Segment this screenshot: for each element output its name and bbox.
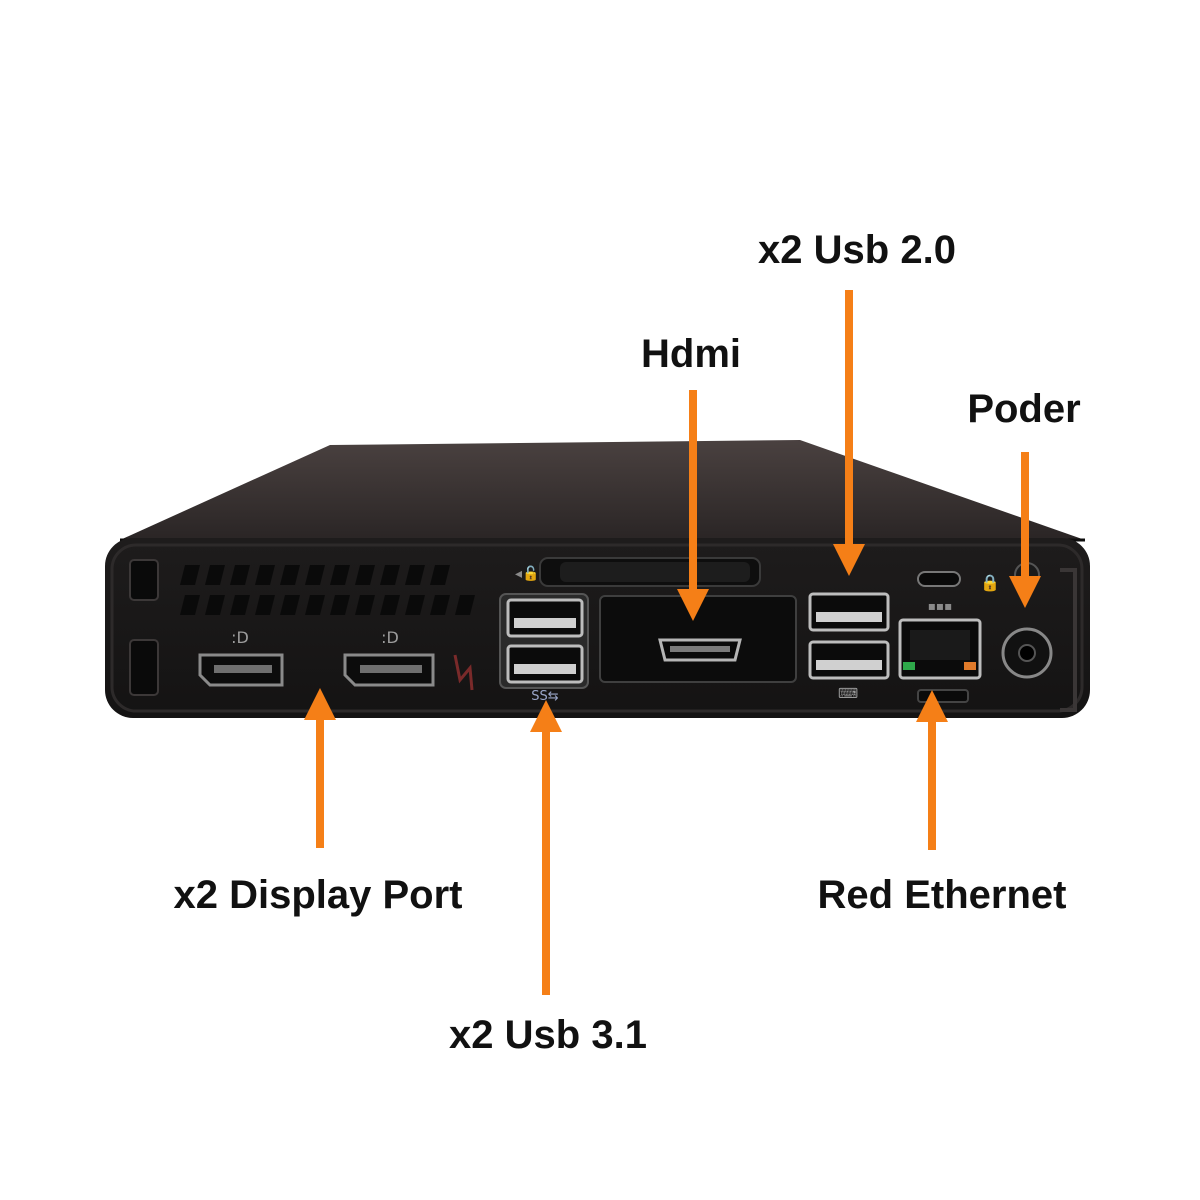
left-slot-bottom bbox=[129, 639, 159, 696]
callout-arrows bbox=[304, 290, 1041, 995]
label-usb31: x2 Usb 3.1 bbox=[449, 1013, 647, 1057]
vent-grille bbox=[180, 565, 475, 615]
displayport-1: :D bbox=[198, 628, 284, 687]
chassis-right-handle bbox=[1060, 568, 1077, 712]
label-displayport: x2 Display Port bbox=[173, 873, 462, 917]
displayport-logo-icon: :D bbox=[381, 628, 399, 647]
network-icon: ▪▪▪ bbox=[928, 599, 952, 613]
chassis-rim bbox=[110, 543, 1084, 713]
displayport-2: :D bbox=[343, 628, 435, 687]
mini-pc: :D :D SS⇆ ◂🔓 bbox=[105, 440, 1090, 718]
padlock-icon: 🔒 bbox=[980, 573, 1000, 592]
hdmi-port bbox=[599, 595, 797, 683]
padlock-icon: ◂🔓 bbox=[515, 565, 539, 582]
marker-scribble bbox=[453, 654, 474, 691]
keyboard-icon: ⌨ bbox=[838, 686, 858, 702]
label-ethernet: Red Ethernet bbox=[818, 873, 1067, 917]
chassis-top bbox=[120, 440, 1085, 540]
latch-lever: ◂🔓 bbox=[515, 557, 761, 587]
usb-superspeed-icon: SS⇆ bbox=[531, 689, 559, 704]
label-power: Poder bbox=[967, 387, 1080, 431]
security-slot bbox=[917, 571, 961, 587]
displayport-logo-icon: :D bbox=[231, 628, 249, 647]
ethernet-port: ▪▪▪ bbox=[898, 599, 982, 703]
left-slot-top bbox=[129, 559, 159, 601]
usb31-ports: SS⇆ bbox=[499, 593, 589, 704]
usb20-ports: ⌨ bbox=[808, 592, 890, 702]
label-usb20: x2 Usb 2.0 bbox=[758, 228, 956, 272]
label-hdmi: Hdmi bbox=[641, 332, 741, 376]
